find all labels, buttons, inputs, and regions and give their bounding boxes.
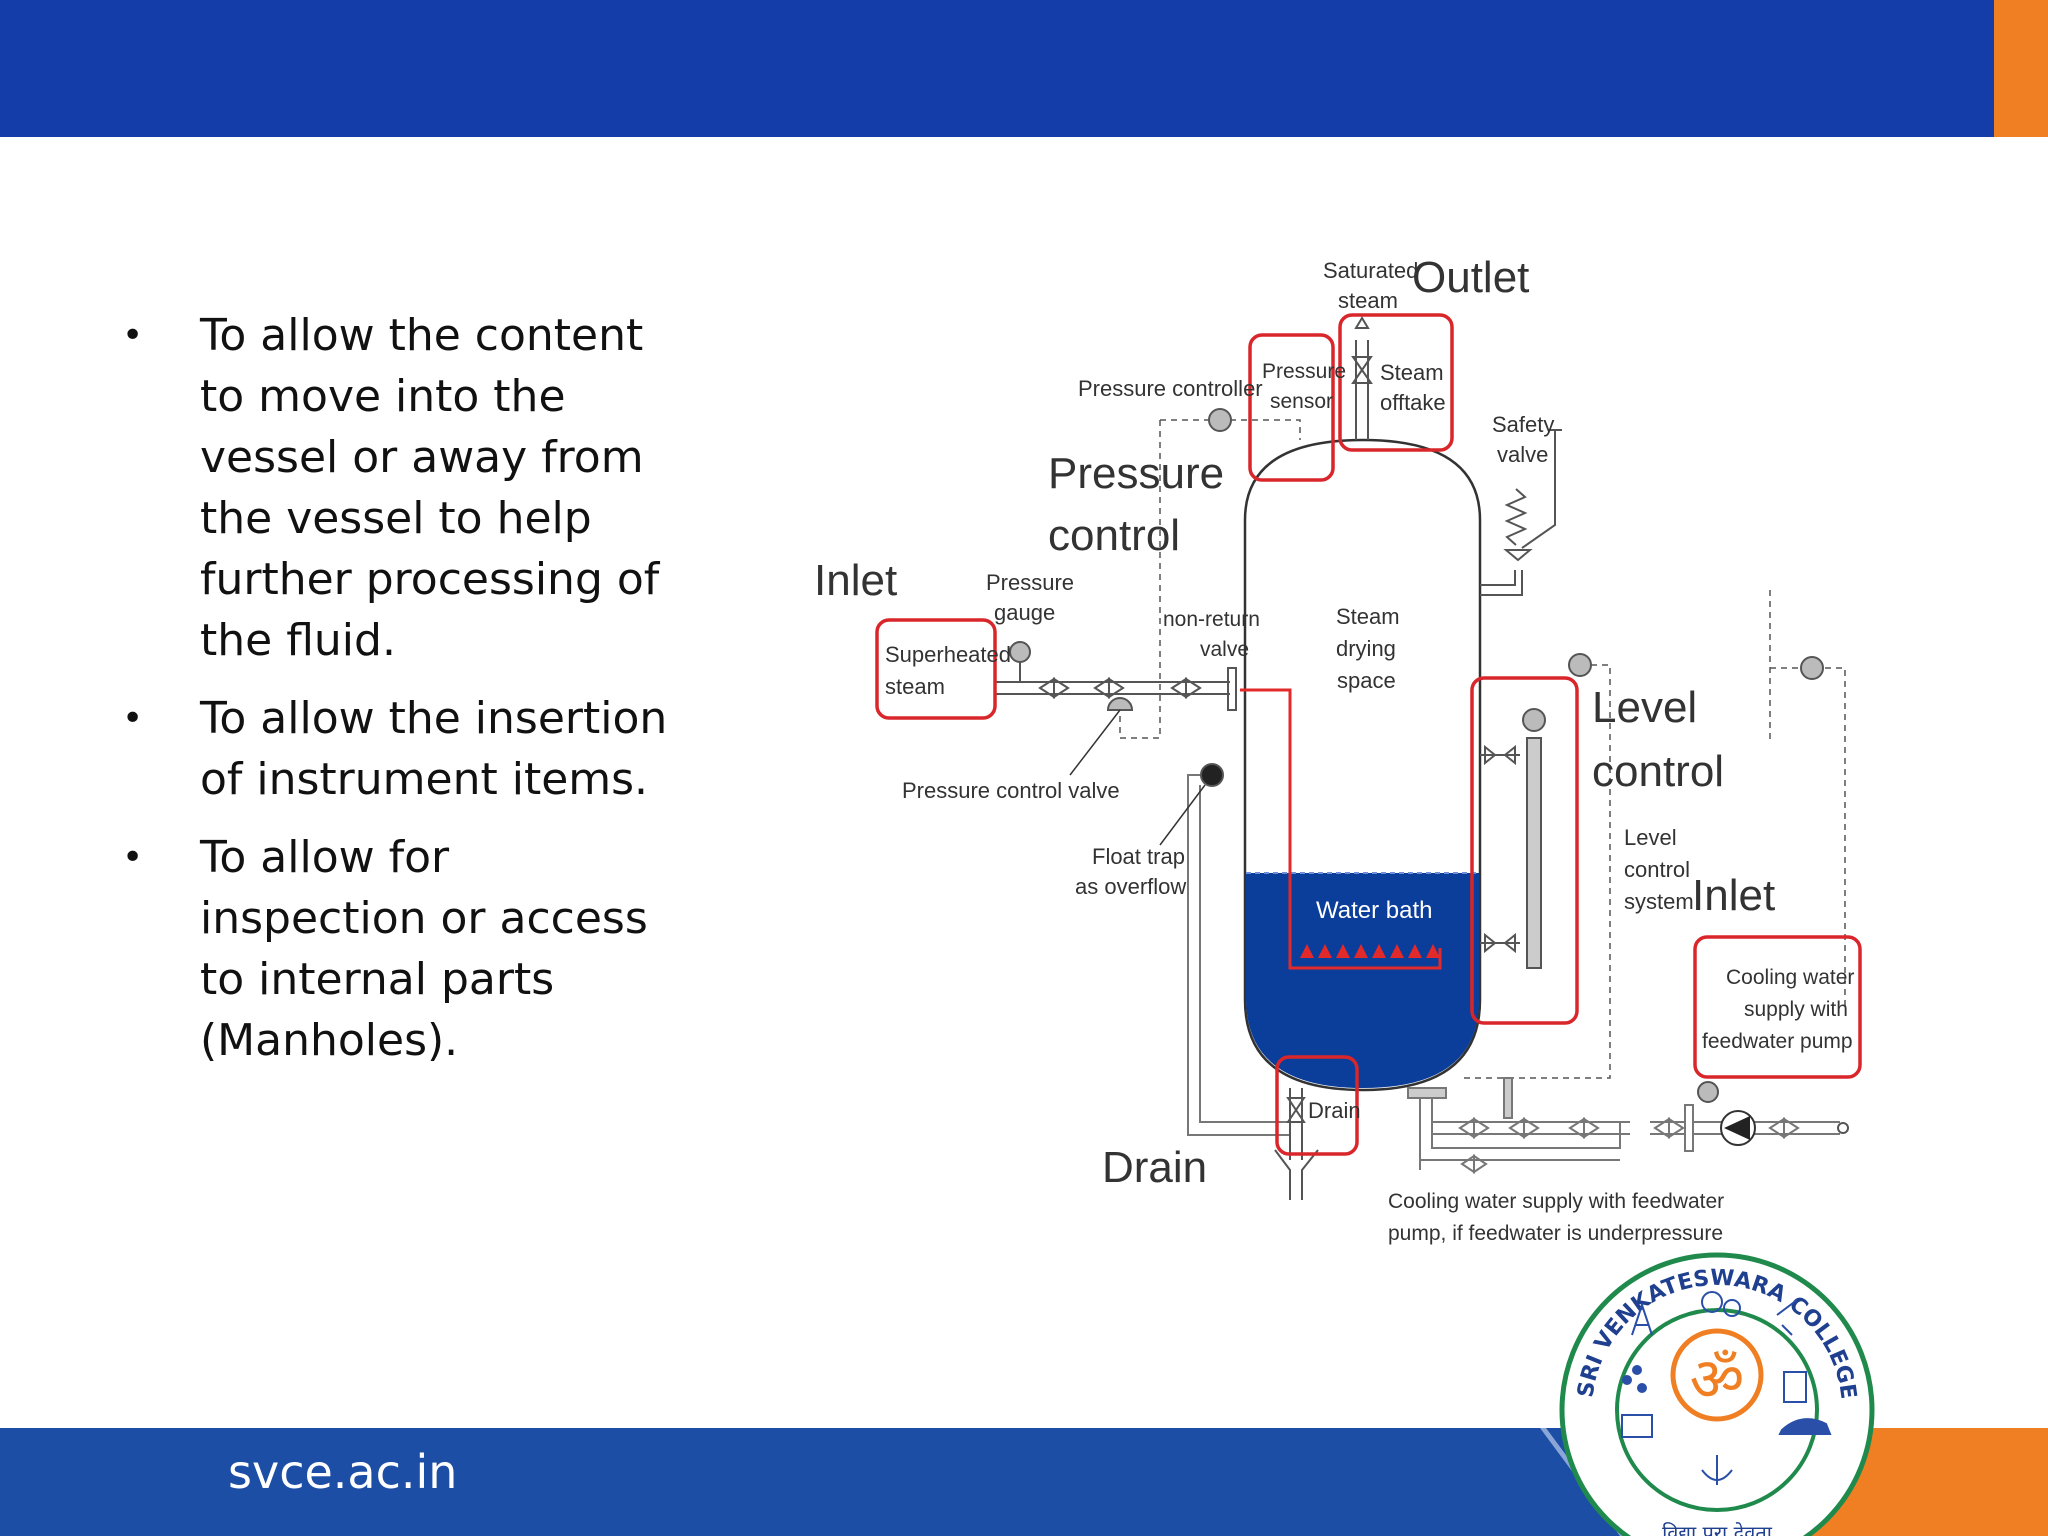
pressure-controller-icon [1208,408,1232,432]
label-safety-valve: Safety [1492,412,1554,437]
footer-site-url[interactable]: svce.ac.in [228,1445,458,1499]
label-outlet: Outlet [1412,253,1529,302]
bullet-list-container: • To allow the content to move into the v… [112,305,672,1088]
label-level-system: Level [1624,825,1677,850]
label-steam-offtake: Steam [1380,360,1444,385]
label-cooling-caption: Cooling water supply with feedwater [1388,1190,1724,1213]
label-cooling-caption-2: pump, if feedwater is underpressure [1388,1222,1723,1245]
vessel-diagram: Saturated steam Outlet Pressure controll… [814,253,1862,1245]
label-level-system-2: control [1624,857,1690,882]
label-inlet-right: Inlet [1692,871,1775,920]
label-steam-drying-3: space [1337,668,1396,693]
label-superheated: Superheated [885,642,1011,667]
label-steam-drying-2: drying [1336,636,1396,661]
label-pressure-control-valve: Pressure control valve [902,778,1120,803]
drain-line [1274,1088,1319,1200]
pressure-control-valve-icon [1106,697,1134,711]
label-non-return: non-return [1163,608,1260,631]
label-pressure-gauge: Pressure [986,570,1074,595]
heater-pipe [1240,688,1442,970]
label-inlet-left: Inlet [814,556,897,605]
label-level-control: Level [1592,683,1697,732]
label-pressure-sensor-2: sensor [1270,390,1333,413]
bullet-icon: • [122,698,144,739]
heater-jets [1300,944,1440,958]
highlight-boxes [875,313,1862,1156]
label-cooling-box-3: feedwater pump [1702,1030,1853,1053]
feedwater-controller-icon [1800,656,1824,680]
label-pressure-control-2: control [1048,511,1180,560]
label-drain-small: Drain [1308,1098,1361,1123]
label-pressure-sensor: Pressure [1262,360,1346,383]
bullet-text: To allow the insertion of instrument ite… [200,693,668,805]
safety-valve-line [1480,429,1562,596]
label-steam-offtake-2: offtake [1380,390,1446,415]
level-control-loop [1460,664,1611,1079]
label-drain-big: Drain [1102,1143,1207,1192]
label-cooling-box-2: supply with [1744,998,1848,1021]
steam-offtake-line [1351,316,1373,440]
logo-motto: विद्या परा देवता [1662,1521,1773,1536]
footer-bar [0,1428,1620,1536]
label-steam-drying: Steam [1336,604,1400,629]
pressure-gauge-icon [1009,641,1031,663]
float-trap-icon [1200,763,1224,787]
level-controller-icon [1568,653,1592,677]
label-safety-valve-2: valve [1497,442,1548,467]
bullet-icon: • [122,837,144,878]
level-sensor-icon [1522,708,1546,732]
bullet-list: • To allow the content to move into the v… [112,305,672,1071]
bullet-item: • To allow the content to move into the v… [112,305,672,671]
bullet-item: • To allow for inspection or access to in… [112,827,672,1071]
label-float-trap-2: as overflow [1075,874,1186,899]
header-accent [1994,0,2048,137]
label-saturated: Saturated [1323,258,1418,283]
level-gauge [1480,737,1542,969]
om-symbol-icon: ॐ [1690,1345,1745,1415]
label-superheated-2: steam [885,674,945,699]
header-bar [0,0,1994,137]
college-logo: SRI VENKATESWARA COLLEGE OF ENGINEERING … [1552,1240,1875,1536]
inlet-steam-line [995,667,1237,711]
label-float-trap: Float trap [1092,844,1185,869]
label-level-control-2: control [1592,747,1724,796]
bullet-text: To allow for inspection or access to int… [200,832,648,1066]
label-pressure-gauge-2: gauge [994,600,1055,625]
label-saturated-2: steam [1338,288,1398,313]
engineering-icons [1621,1291,1832,1485]
label-non-return-2: valve [1200,638,1249,661]
pump-gauge-icon [1697,1081,1719,1103]
label-pressure-controller: Pressure controller [1078,376,1263,401]
bullet-icon: • [122,315,144,356]
bullet-item: • To allow the insertion of instrument it… [112,688,672,810]
label-level-system-3: system [1624,889,1694,914]
water-bath [1246,873,1479,1088]
label-cooling-box: Cooling water [1726,966,1854,989]
label-water-bath: Water bath [1316,897,1433,924]
label-pressure-control: Pressure [1048,449,1224,498]
feedwater-line [1407,1077,1840,1174]
bullet-text: To allow the content to move into the ve… [200,310,660,666]
